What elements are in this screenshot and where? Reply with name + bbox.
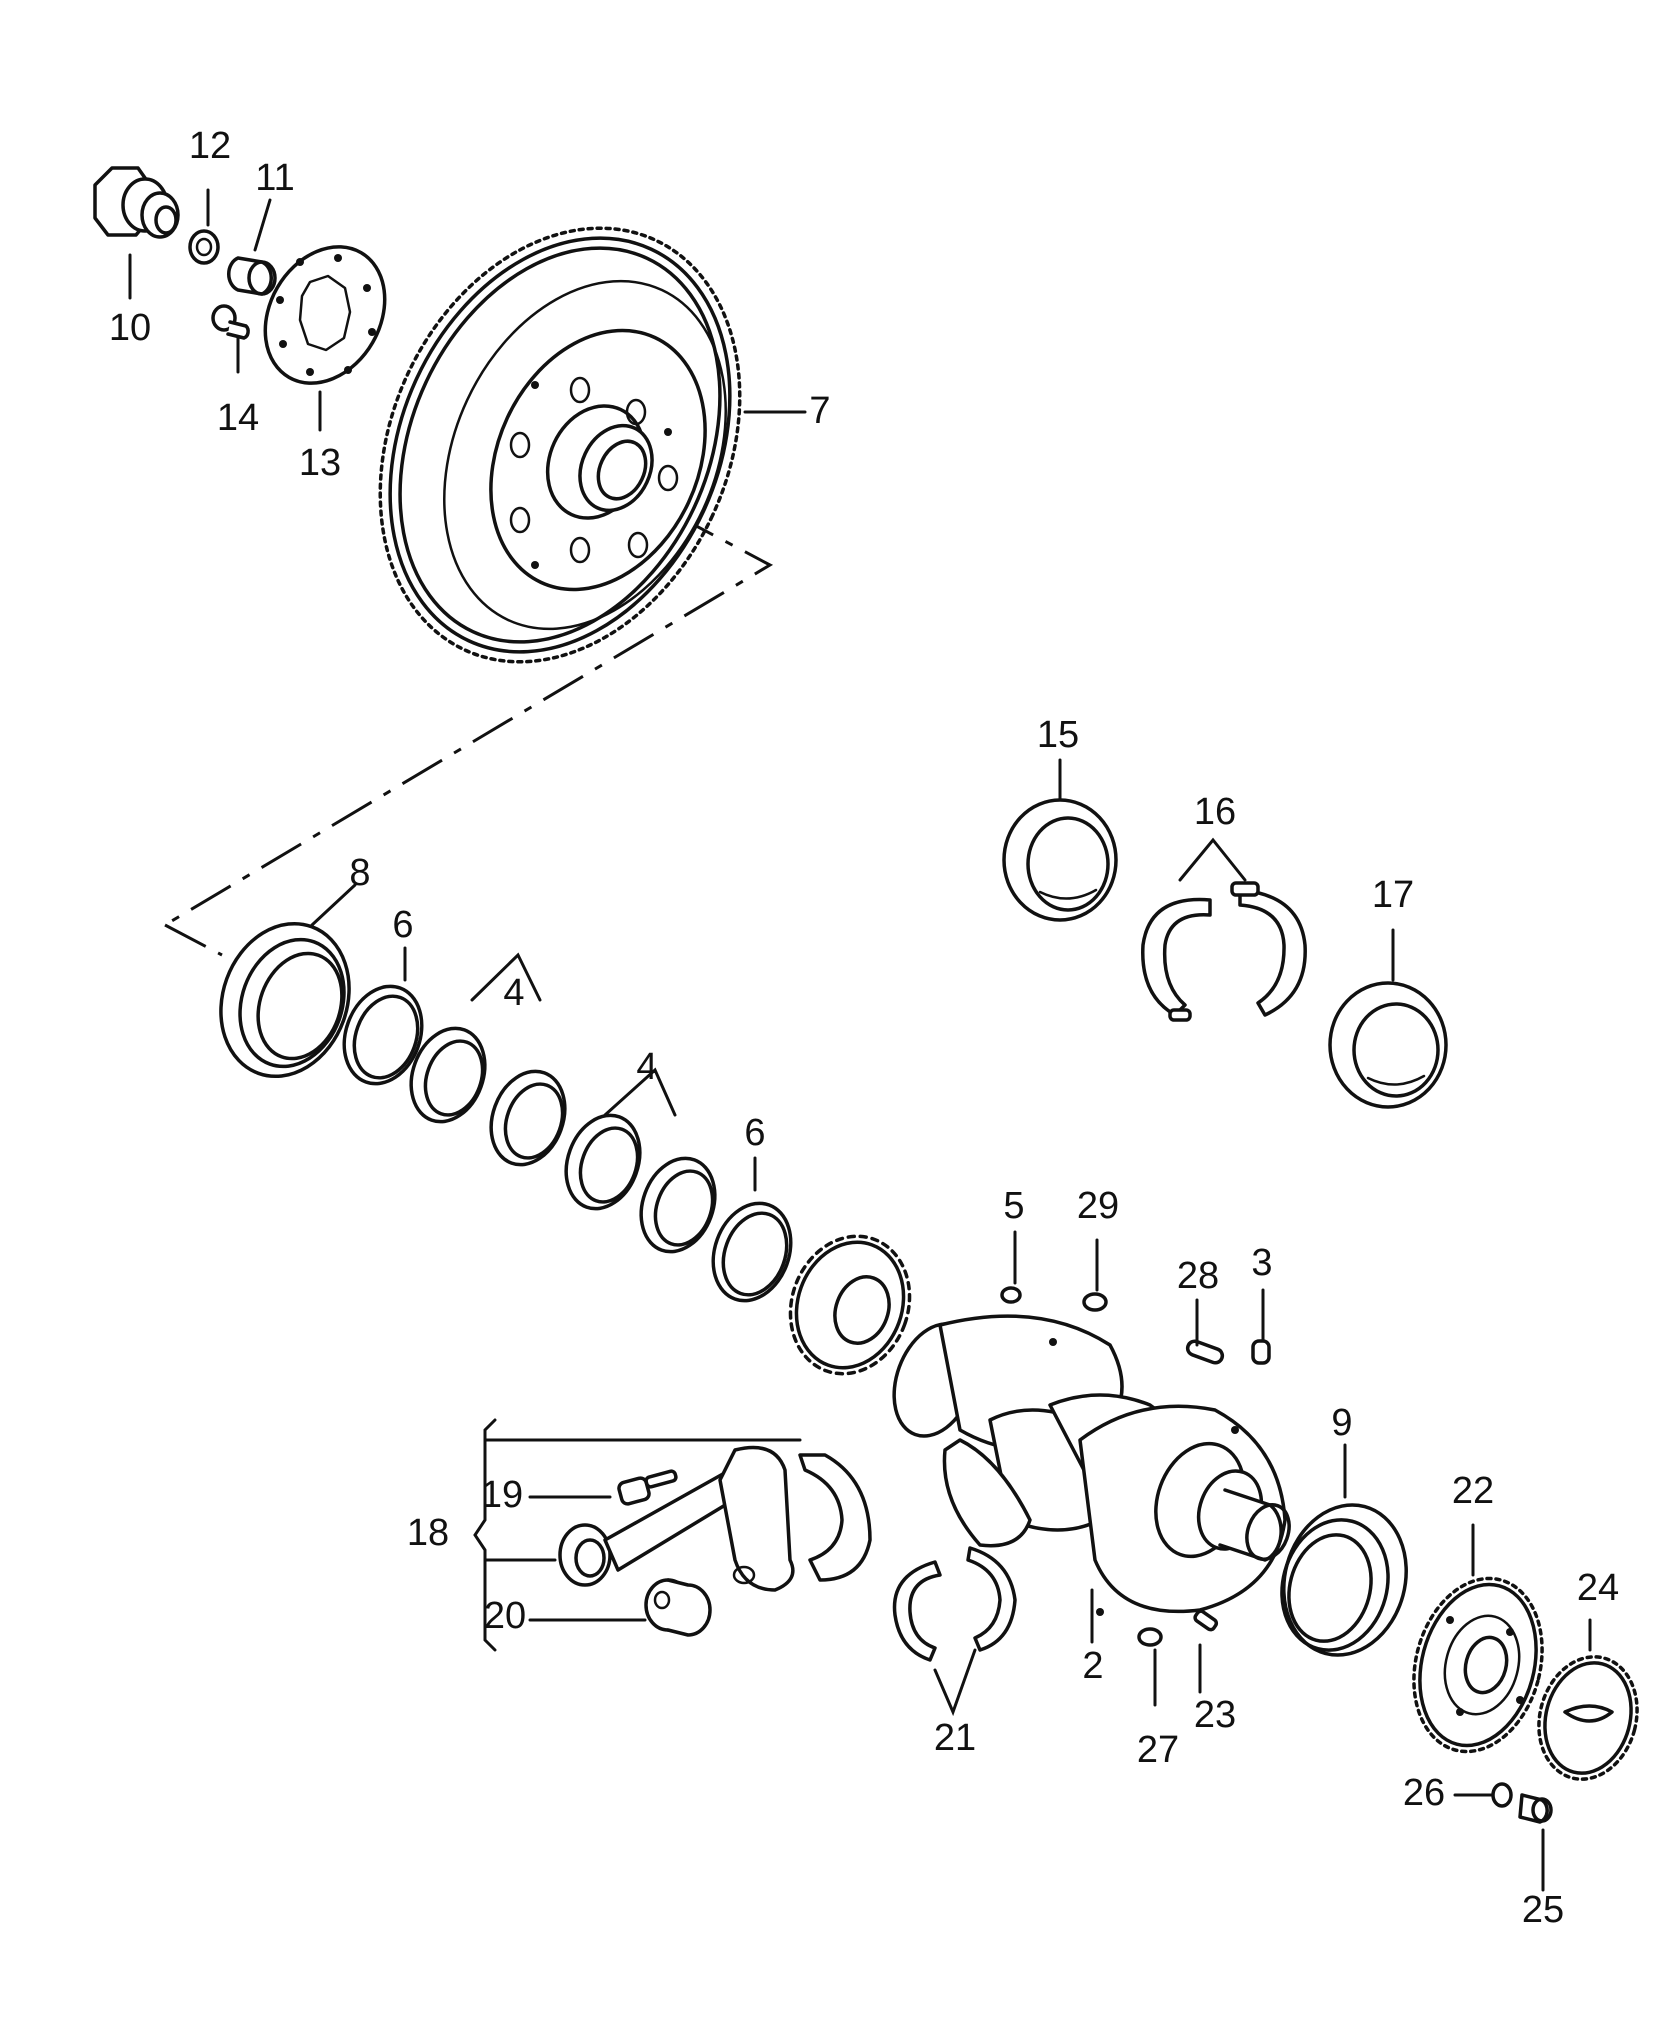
callout-21: 21 bbox=[934, 1717, 976, 1759]
part-23-key bbox=[1193, 1609, 1219, 1632]
part-24-hub bbox=[1537, 1655, 1639, 1781]
part-26-washer bbox=[1491, 1782, 1513, 1808]
callout-2: 2 bbox=[1082, 1645, 1103, 1687]
callout-27: 27 bbox=[1137, 1729, 1179, 1771]
part-4-bearing-ring-4 bbox=[639, 1156, 717, 1254]
part-19-bolt bbox=[617, 1469, 678, 1506]
leader-lines bbox=[128, 188, 1592, 1892]
part-20-bushing bbox=[644, 1578, 712, 1637]
crankshaft-gear bbox=[788, 1234, 912, 1376]
part-29-plug bbox=[1082, 1292, 1108, 1312]
callout-26: 26 bbox=[1403, 1772, 1445, 1814]
callout-24: 24 bbox=[1577, 1567, 1619, 1609]
callout-11: 11 bbox=[255, 157, 294, 199]
callout-18: 18 bbox=[407, 1512, 449, 1554]
callout-23: 23 bbox=[1194, 1694, 1236, 1736]
part-6-thrust-ring-lower bbox=[711, 1201, 793, 1303]
callout-10: 10 bbox=[109, 307, 151, 349]
callout-5: 5 bbox=[1003, 1185, 1024, 1227]
part-25-bolt bbox=[1518, 1793, 1553, 1824]
part-3-pin bbox=[1251, 1339, 1271, 1365]
part-4-bearing-ring-3 bbox=[564, 1113, 642, 1211]
callout-8: 8 bbox=[349, 852, 370, 894]
part-4-bearing-ring-1 bbox=[409, 1026, 487, 1124]
part-14-bolt bbox=[211, 304, 250, 340]
callout-14: 14 bbox=[217, 397, 259, 439]
part-11-bushing bbox=[227, 256, 277, 296]
callout-9: 9 bbox=[1331, 1402, 1352, 1444]
callout-22: 22 bbox=[1452, 1470, 1494, 1512]
callout-29: 29 bbox=[1077, 1185, 1119, 1227]
part-17-bearing-ring bbox=[1328, 981, 1448, 1109]
part-16-bearing-shells bbox=[1141, 881, 1307, 1022]
callout-25: 25 bbox=[1522, 1889, 1564, 1931]
part-28-key bbox=[1185, 1339, 1225, 1365]
callout-7: 7 bbox=[809, 390, 830, 432]
callout-28: 28 bbox=[1177, 1255, 1219, 1297]
callout-16: 16 bbox=[1194, 791, 1236, 833]
callout-4b: 4 bbox=[636, 1046, 657, 1088]
callout-3: 3 bbox=[1251, 1242, 1272, 1284]
part-18-connecting-rod bbox=[558, 1445, 872, 1592]
part-4-bearing-ring-2 bbox=[489, 1069, 567, 1167]
part-13-spacer-plate bbox=[263, 245, 387, 385]
callout-6b: 6 bbox=[744, 1112, 765, 1154]
callout-15: 15 bbox=[1037, 714, 1079, 756]
callout-labels: 2 3 4 4 5 6 6 7 8 9 10 11 12 13 14 15 16… bbox=[109, 125, 1619, 1931]
callout-20: 20 bbox=[484, 1595, 526, 1637]
callout-12: 12 bbox=[189, 125, 231, 167]
callout-19: 19 bbox=[481, 1474, 523, 1516]
part-5-plug bbox=[1000, 1286, 1022, 1304]
part-22-gear bbox=[1412, 1576, 1544, 1754]
callout-4a: 4 bbox=[503, 972, 524, 1014]
part-10-pilot-bearing bbox=[93, 166, 180, 239]
part-12-washer bbox=[188, 229, 220, 265]
part-7-flywheel bbox=[378, 226, 742, 664]
part-2-crankshaft bbox=[892, 1314, 1291, 1616]
callout-13: 13 bbox=[299, 442, 341, 484]
callout-17: 17 bbox=[1372, 874, 1414, 916]
callout-6a: 6 bbox=[392, 904, 413, 946]
part-21-rod-bearing-shells bbox=[892, 1546, 1017, 1662]
part-8-seal bbox=[219, 921, 351, 1079]
part-9-seal bbox=[1280, 1503, 1408, 1657]
part-6-thrust-ring-upper bbox=[342, 984, 424, 1086]
part-15-bearing-ring bbox=[1002, 798, 1118, 922]
part-27-plug bbox=[1137, 1627, 1163, 1647]
